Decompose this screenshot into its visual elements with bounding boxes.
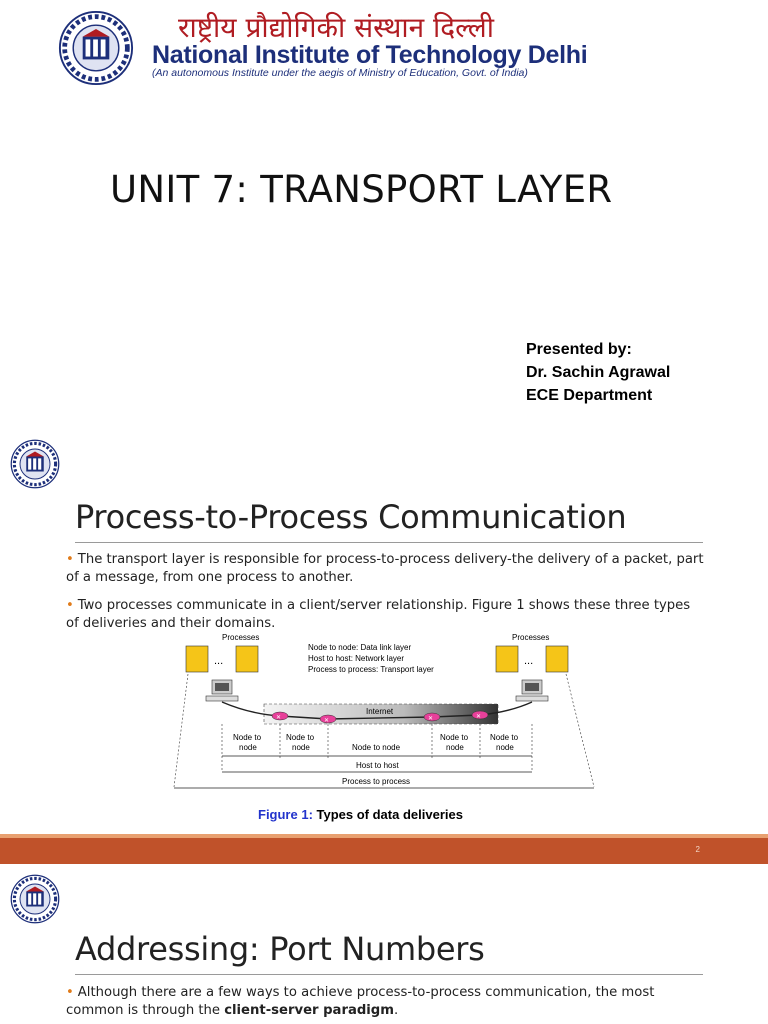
institute-banner: राष्ट्रीय प्रौद्योगिकी संस्थान दिल्ली Na… [58,8,618,86]
delivery-path [221,701,533,720]
caption-text: Types of data deliveries [312,807,463,822]
segment-label: Node to [233,733,262,742]
title-divider [75,542,703,543]
bullet-bold-text: client-server paradigm [224,1003,394,1018]
bullet-text: Although there are a few ways to achieve… [66,985,655,1018]
svg-text:✕: ✕ [276,715,281,721]
process-dots: ... [214,655,223,667]
bullet-icon: • [66,985,74,1000]
title-slide: राष्ट्रीय प्रौद्योगिकी संस्थान दिल्ली Na… [0,0,768,430]
institute-seal-icon [10,439,60,489]
segment-label: Node to [490,733,519,742]
router-icon: ✕ [423,712,441,722]
bullet-end: . [394,1003,399,1018]
bullet-item: •Although there are a few ways to achiev… [66,984,706,1020]
bullet-icon: • [66,552,74,567]
institute-subtitle: (An autonomous Institute under the aegis… [152,67,528,79]
presented-by-label: Presented by: [526,341,632,358]
institute-seal-icon [58,10,134,86]
process-to-process-slide: Process-to-Process Communication •The tr… [0,434,768,864]
presenter-department: ECE Department [526,387,653,404]
port-numbers-slide: Addressing: Port Numbers •Although there… [0,866,768,1024]
slide-title: Addressing: Port Numbers [75,930,485,968]
bullet-item: •The transport layer is responsible for … [66,551,706,587]
delivery-arrows [174,755,594,789]
processes-right-label: Processes [512,633,549,642]
bullet-icon: • [66,598,74,613]
footer-bar: 2 [0,838,768,864]
bullet-item: •Two processes communicate in a client/s… [66,597,706,633]
svg-text:✕: ✕ [324,718,329,724]
bullet-text: Two processes communicate in a client/se… [66,598,691,631]
internet-label: Internet [366,707,394,716]
process-doc-icon [235,645,259,673]
segment-label: Node to [440,733,469,742]
computer-right-icon [515,679,549,702]
router-icon: ✕ [271,711,289,721]
process-doc-icon [185,645,209,673]
segment-label: node [239,743,257,752]
legend-host-to-host: Host to host: Network layer [308,654,404,663]
process-doc-icon [545,645,569,673]
segment-dividers [173,673,595,788]
title-divider [75,974,703,975]
segment-label: node [496,743,514,752]
legend-process-to-process: Process to process: Transport layer [308,665,434,674]
caption-label: Figure 1: [258,807,313,822]
svg-text:✕: ✕ [428,716,433,722]
legend-node-to-node: Node to node: Data link layer [308,643,412,652]
host-to-host-label: Host to host [356,761,399,770]
presenter-block: Presented by: Dr. Sachin Agrawal ECE Dep… [526,338,670,407]
process-to-process-label: Process to process [342,777,410,786]
slide-title: Process-to-Process Communication [75,498,627,536]
segment-label: node [446,743,464,752]
slide-title: UNIT 7: TRANSPORT LAYER [110,168,613,211]
process-dots: ... [524,655,533,667]
segment-label: node [292,743,310,752]
footer-accent [0,834,768,838]
computer-left-icon [205,679,239,702]
svg-text:✕: ✕ [476,714,481,720]
presenter-name: Dr. Sachin Agrawal [526,364,671,381]
institute-name: National Institute of Technology Delhi [152,41,588,69]
process-doc-icon [495,645,519,673]
segment-label: Node to [286,733,315,742]
router-icon: ✕ [319,714,337,724]
bullet-text: The transport layer is responsible for p… [66,552,704,585]
institute-hindi-name: राष्ट्रीय प्रौद्योगिकी संस्थान दिल्ली [178,11,495,44]
router-icon: ✕ [471,710,489,720]
processes-left-label: Processes [222,633,259,642]
data-delivery-figure: Processes ... Processes ... Node to node… [173,633,595,789]
segment-label: Node to node [352,743,401,752]
figure-caption: Figure 1: Types of data deliveries [258,807,463,822]
page-number: 2 [695,845,700,854]
institute-seal-icon [10,874,60,924]
